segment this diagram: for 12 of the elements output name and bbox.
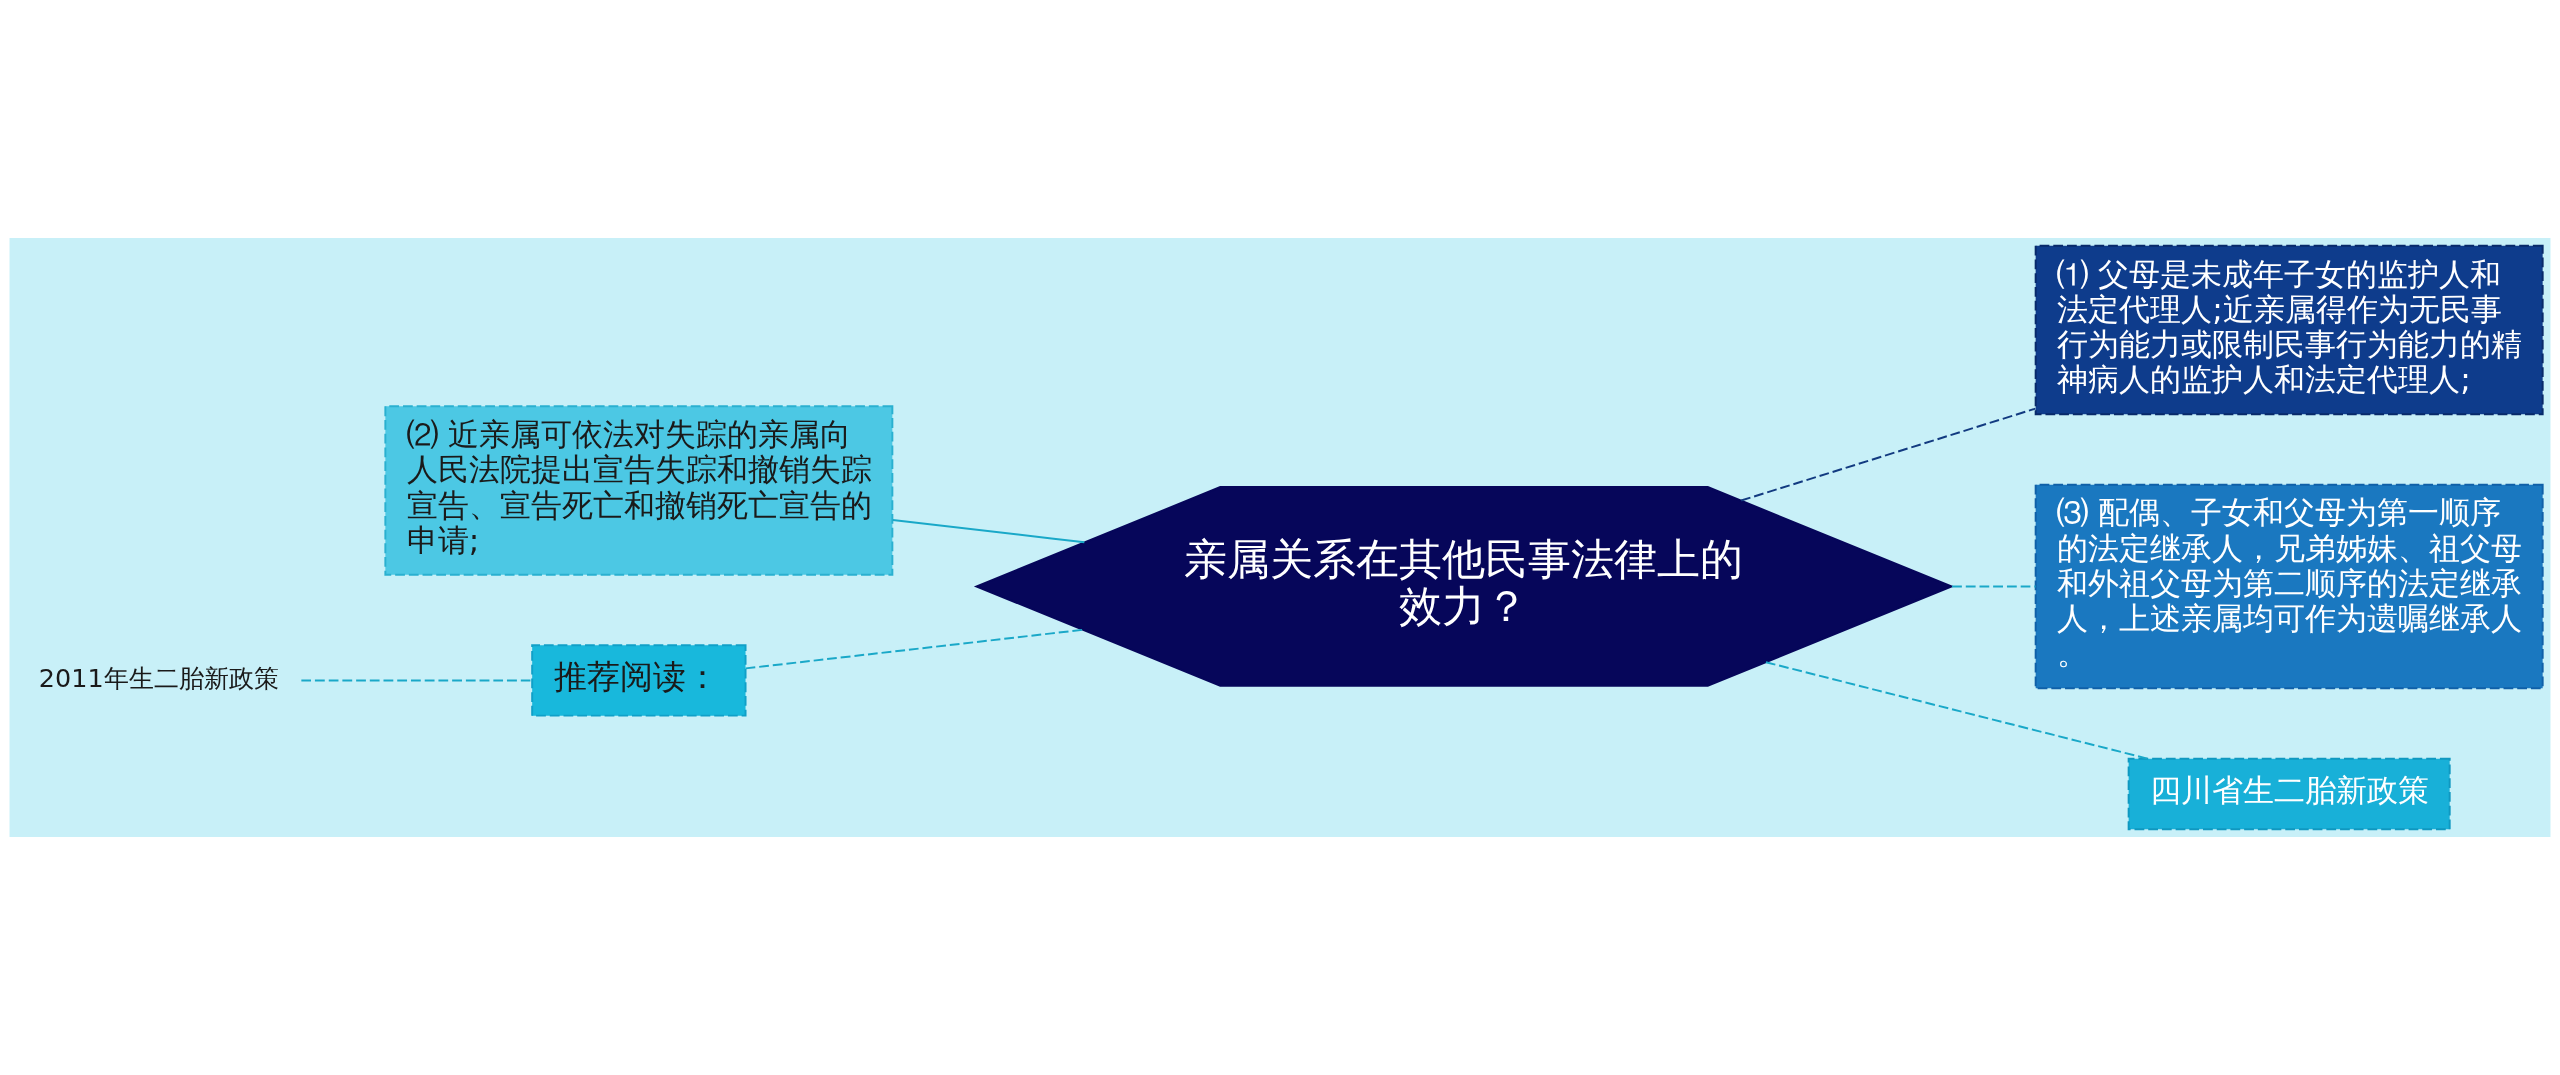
node-box: ⑵ 近亲属可依法对失踪的亲属向人民法院提出宣告失踪和撤销失踪宣告、宣告死亡和撤销死亡宣告的申请; bbox=[384, 405, 894, 576]
connector bbox=[1951, 585, 2037, 588]
connector bbox=[891, 518, 1086, 544]
connector bbox=[1764, 661, 2149, 760]
node-box: 推荐阅读： bbox=[531, 644, 747, 717]
connector bbox=[744, 628, 1084, 670]
node-box: 四川省生二胎新政策 bbox=[2127, 757, 2451, 831]
node-box: ⑶ 配偶、子女和父母为第一顺序的法定继承人，兄弟姊妹、祖父母和外祖父母为第二顺序的法定继承人，上述亲属均可作为遗嘱继承人。 bbox=[2034, 483, 2544, 690]
node-box: ⑴ 父母是未成年子女的监护人和法定代理人;近亲属得作为无民事行为能力或限制民事行为能力的精神病人的监护人和法定代理人; bbox=[2034, 244, 2544, 416]
connector bbox=[1740, 407, 2037, 502]
node-text: 2011年生二胎新政策 bbox=[38, 663, 279, 694]
connector bbox=[300, 679, 533, 682]
